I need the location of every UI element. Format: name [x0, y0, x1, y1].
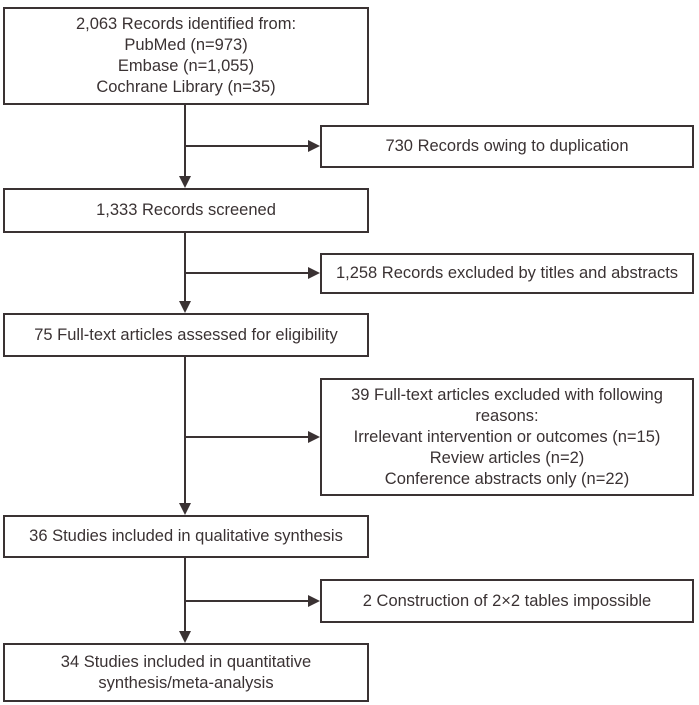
fulltext-assessed-text: 75 Full-text articles assessed for eligi… [34, 325, 338, 344]
box-titles-abstracts-excluded: 1,258 Records excluded by titles and abs… [320, 253, 694, 294]
quantitative-synthesis-text-1: 34 Studies included in quantitative [60, 652, 312, 671]
connector-qualitative-to-quantitative [184, 558, 186, 633]
arrow-right-icon [308, 595, 320, 607]
records-identified-text: 2,063 Records identified from: [75, 15, 297, 33]
arrow-down-icon [179, 301, 191, 313]
box-qualitative-synthesis: 36 Studies included in qualitative synth… [3, 515, 369, 558]
duplicates-excluded-text: 730 Records owing to duplication [385, 137, 629, 155]
titles-abstracts-excluded-text: 1,258 Records excluded by titles and abs… [335, 264, 679, 282]
arrow-right-icon [308, 267, 320, 279]
branch-to-duplicates-excluded [185, 145, 308, 147]
arrow-down-icon [179, 631, 191, 643]
qualitative-synthesis-text: 36 Studies included in qualitative synth… [29, 527, 343, 545]
connector-screened-to-fulltext [184, 233, 186, 303]
branch-to-tables-impossible [185, 600, 308, 602]
fulltext-excluded-reason-review: Review articles (n=2) [429, 448, 585, 467]
records-identified-pubmed: PubMed (n=973) [124, 36, 248, 54]
box-quantitative-synthesis: 34 Studies included in quantitative synt… [3, 643, 369, 702]
arrow-down-icon [179, 503, 191, 515]
records-screened-text: 1,333 Records screened [96, 201, 276, 219]
box-records-identified: 2,063 Records identified from: PubMed (n… [3, 7, 369, 105]
box-fulltext-assessed: 75 Full-text articles assessed for eligi… [3, 313, 369, 357]
connector-identified-to-screened [184, 105, 186, 178]
box-tables-impossible: 2 Construction of 2×2 tables impossible [320, 579, 694, 623]
branch-to-fulltext-excluded [185, 436, 308, 438]
box-duplicates-excluded: 730 Records owing to duplication [320, 125, 694, 168]
arrow-right-icon [308, 431, 320, 443]
box-records-screened: 1,333 Records screened [3, 188, 369, 233]
quantitative-synthesis-text-2: synthesis/meta-analysis [98, 673, 274, 692]
fulltext-excluded-reason-header: 39 Full-text articles excluded with foll… [351, 385, 663, 425]
records-identified-cochrane: Cochrane Library (n=35) [96, 78, 276, 96]
box-fulltext-excluded: 39 Full-text articles excluded with foll… [320, 378, 694, 496]
connector-fulltext-to-qualitative [184, 357, 186, 505]
fulltext-excluded-reason-conference: Conference abstracts only (n=22) [384, 469, 630, 488]
arrow-down-icon [179, 176, 191, 188]
tables-impossible-text: 2 Construction of 2×2 tables impossible [362, 591, 652, 610]
fulltext-excluded-reason-irrelevant: Irrelevant intervention or outcomes (n=1… [353, 427, 661, 446]
arrow-right-icon [308, 140, 320, 152]
branch-to-titles-abstracts-excluded [185, 272, 308, 274]
records-identified-embase: Embase (n=1,055) [117, 57, 255, 75]
